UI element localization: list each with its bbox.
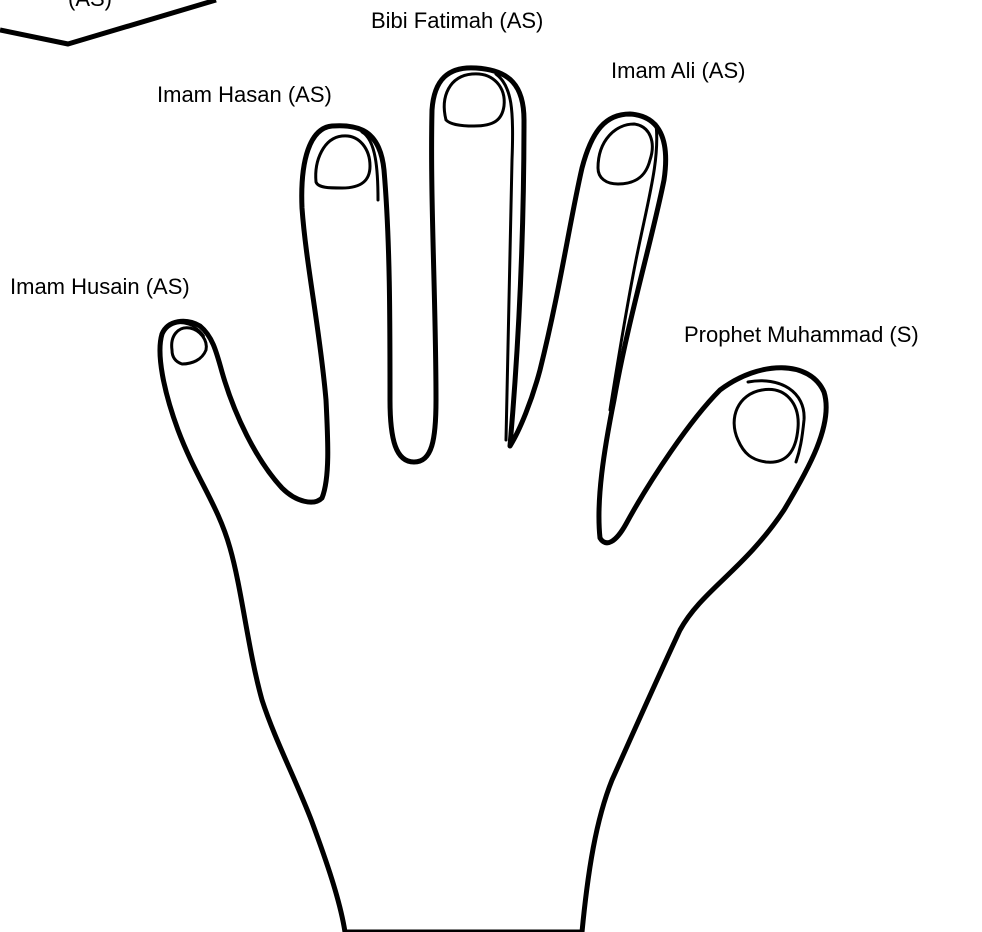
thumb-label: Prophet Muhammad (S) — [684, 322, 919, 348]
ring-nail — [316, 136, 370, 188]
index-finger-label: Imam Ali (AS) — [611, 58, 745, 84]
cutoff-label: (AS) — [68, 0, 112, 12]
hand-outline — [160, 68, 826, 932]
index-inner-contour — [610, 124, 657, 410]
thumb-inner-contour — [748, 381, 804, 462]
pinky-finger-label: Imam Husain (AS) — [10, 274, 190, 300]
thumb-nail — [734, 389, 798, 462]
middle-finger-label: Bibi Fatimah (AS) — [371, 8, 543, 34]
middle-nail — [444, 74, 504, 126]
middle-inner-contour — [496, 74, 513, 440]
ring-finger-label: Imam Hasan (AS) — [157, 82, 332, 108]
index-nail — [598, 124, 652, 184]
pinky-nail — [172, 328, 207, 364]
